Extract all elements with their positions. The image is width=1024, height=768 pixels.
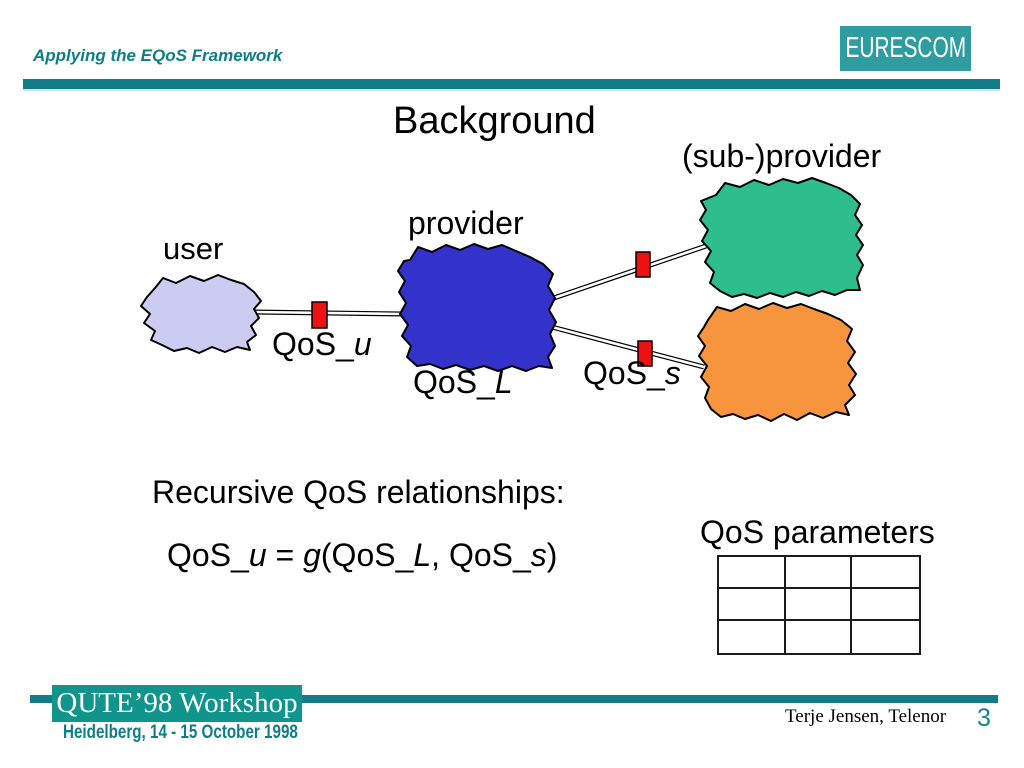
interface-marker-qos-s-bottom bbox=[637, 340, 653, 367]
qos-parameters-title: QoS parameters bbox=[700, 514, 935, 550]
provider-blob bbox=[397, 243, 557, 372]
link-provider-bottom-inner bbox=[547, 324, 705, 369]
formula-comma: , bbox=[431, 537, 449, 573]
qos-parameter-cell bbox=[719, 621, 786, 653]
link-provider-subprovider-top bbox=[547, 243, 707, 303]
qos-l-prefix: QoS_ bbox=[413, 364, 495, 400]
qos-s-var: s bbox=[664, 355, 681, 391]
sub-provider-label: (sub-)provider bbox=[682, 138, 882, 174]
formula-close-paren: ) bbox=[546, 537, 558, 573]
qos-l-var: L bbox=[494, 364, 513, 400]
link-user-provider-inner bbox=[253, 310, 405, 316]
qos-parameter-cell bbox=[852, 621, 919, 653]
slide-title: Background bbox=[393, 100, 596, 142]
qos-parameter-cell bbox=[852, 589, 919, 621]
formula-lhs-var: u bbox=[248, 537, 267, 573]
interface-marker-qos-s-top bbox=[635, 251, 651, 278]
formula-arg2-var: s bbox=[530, 537, 547, 573]
qos-parameter-cell bbox=[719, 557, 786, 589]
interface-marker-qos-u bbox=[311, 301, 328, 329]
deck-title: Applying the EQoS Framework bbox=[33, 46, 283, 65]
qos-parameter-cell bbox=[786, 621, 853, 653]
link-provider-subprovider-bottom bbox=[547, 323, 705, 370]
header-divider-bar bbox=[23, 79, 1000, 89]
qos-parameter-cell bbox=[852, 557, 919, 589]
workshop-name: QUTE’98 Workshop bbox=[56, 687, 298, 719]
eurescom-logo: EURESCOM bbox=[840, 26, 971, 71]
qos-parameter-cell bbox=[719, 589, 786, 621]
qos-u-prefix: QoS_ bbox=[272, 326, 354, 362]
page-number: 3 bbox=[977, 704, 991, 732]
qos-s-prefix: QoS_ bbox=[583, 355, 665, 391]
qos-parameter-cell bbox=[785, 557, 853, 589]
provider-label: provider bbox=[408, 205, 524, 241]
subprovider-top-blob bbox=[699, 177, 864, 299]
link-provider-top-inner bbox=[547, 244, 707, 302]
qos-u-label: QoS_u bbox=[272, 326, 372, 363]
formula-open-paren: ( bbox=[320, 537, 332, 573]
formula-arg1-prefix: QoS_ bbox=[331, 537, 414, 573]
qos-l-label: QoS_L bbox=[413, 364, 513, 401]
footer-divider-line bbox=[30, 695, 998, 703]
qos-parameter-cell bbox=[785, 589, 853, 621]
qos-s-label: QoS_s bbox=[583, 355, 681, 392]
link-user-provider bbox=[253, 309, 405, 317]
qos-formula: QoS_u = g(QoS_L, QoS_s) bbox=[167, 537, 557, 574]
qos-parameters-table bbox=[717, 555, 921, 655]
formula-arg2-prefix: QoS_ bbox=[448, 537, 531, 573]
subprovider-bottom-blob bbox=[697, 302, 857, 422]
header-divider-shadow bbox=[23, 89, 1000, 91]
venue-date: Heidelberg, 14 - 15 October 1998 bbox=[63, 722, 298, 743]
user-label: user bbox=[163, 231, 224, 266]
user-blob bbox=[140, 274, 262, 354]
qos-u-var: u bbox=[353, 326, 372, 362]
relationships-heading: Recursive QoS relationships: bbox=[152, 474, 565, 510]
formula-arg1-var: L bbox=[413, 537, 432, 573]
formula-func-var: g bbox=[303, 537, 321, 573]
formula-lhs-prefix: QoS_ bbox=[167, 537, 249, 573]
author-credit: Terje Jensen, Telenor bbox=[785, 706, 947, 727]
workshop-banner: QUTE’98 Workshop bbox=[52, 685, 302, 722]
eurescom-logo-text: EURESCOM bbox=[845, 32, 966, 64]
formula-equals: = bbox=[266, 537, 304, 573]
